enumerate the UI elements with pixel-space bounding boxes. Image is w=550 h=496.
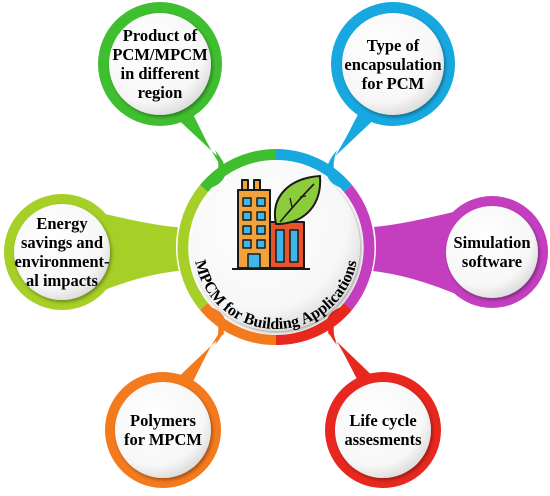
node-label-line: for PCM xyxy=(361,73,425,93)
node-label-line: in different xyxy=(120,64,200,83)
node-label-line: Polymers xyxy=(130,411,196,430)
node-label-line: Energy xyxy=(36,214,88,233)
node-label-line: encapsulation xyxy=(344,54,442,74)
node-label-line: assesments xyxy=(344,430,422,449)
node-polymers xyxy=(115,382,211,478)
node-product xyxy=(109,13,211,115)
node-label-line: al impacts xyxy=(26,271,98,290)
node-label-line: savings and xyxy=(20,233,104,252)
node-label-line: Product of xyxy=(122,26,198,45)
node-label-line: Simulation xyxy=(453,233,531,252)
node-lifecycle xyxy=(335,382,431,478)
node-label-line: software xyxy=(461,252,523,271)
node-label-line: region xyxy=(137,83,183,102)
green-building-icon xyxy=(232,175,322,270)
node-label-line: for MPCM xyxy=(123,430,203,449)
node-label-line: environment- xyxy=(14,252,110,271)
node-label-line: PCM/MPCM xyxy=(112,45,208,64)
node-simulation xyxy=(446,206,538,298)
node-label-line: Type of xyxy=(366,35,420,55)
node-label-line: Life cycle xyxy=(349,411,417,430)
node-encapsulation xyxy=(342,13,444,115)
node-energy xyxy=(14,204,110,300)
